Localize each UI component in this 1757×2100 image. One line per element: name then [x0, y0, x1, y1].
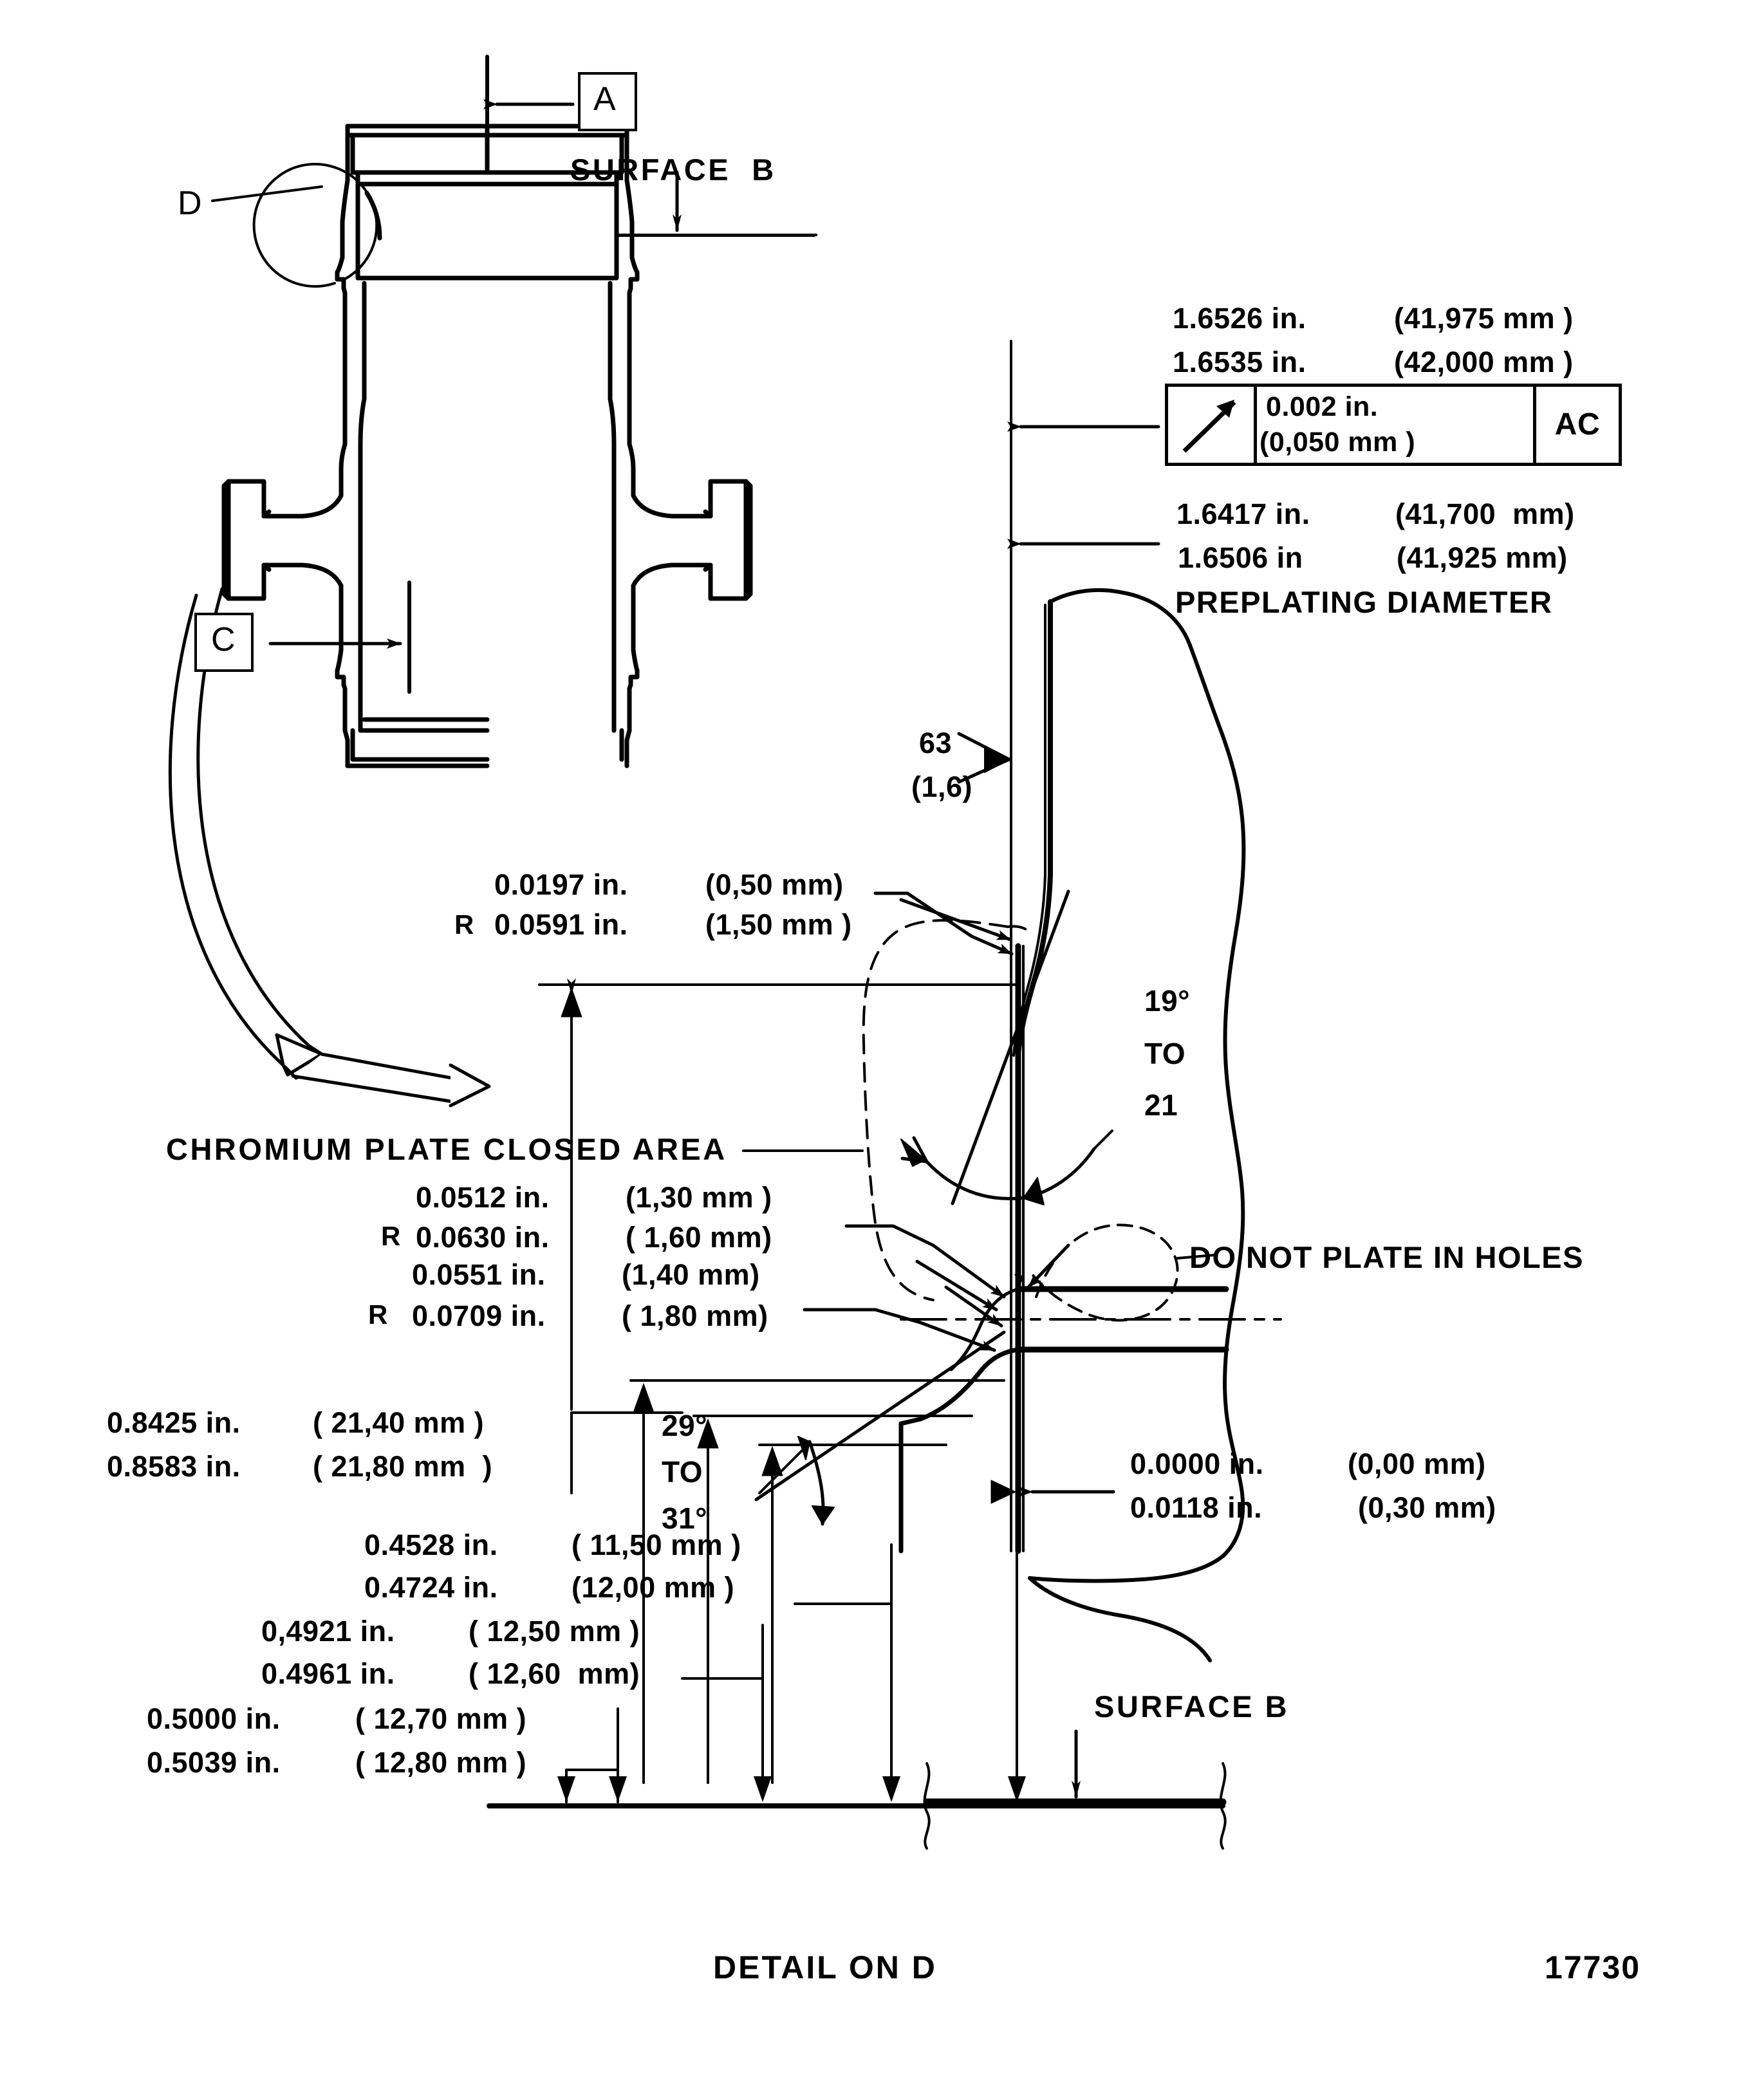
surface-b-bottom-label: SURFACE B: [1094, 1689, 1290, 1724]
preplating-min-mm: (41,700 mm): [1395, 497, 1575, 530]
datum-refs-cell: AC: [1536, 387, 1619, 463]
taper-upper-to-word: TO: [1144, 1037, 1186, 1070]
preplating-min-in: 1.6417 in.: [1176, 497, 1310, 530]
do-not-plate-note: DO NOT PLATE IN HOLES: [1189, 1240, 1584, 1274]
offset-zero-max-mm: (0,30 mm): [1358, 1491, 1496, 1524]
surface-b-top-label: SURFACE B: [570, 153, 776, 187]
height-0500-max-in: 0.5039 in.: [147, 1746, 281, 1779]
height-0500-min-mm: ( 12,70 mm ): [355, 1702, 527, 1735]
plated-dia-max-mm: (42,000 mm ): [1394, 346, 1574, 378]
radius-low-max-mm: ( 1,80 mm): [622, 1299, 768, 1332]
radius-low-min-in: 0.0551 in.: [412, 1258, 546, 1291]
sheet-number: 17730: [1545, 1949, 1641, 1985]
radius-mid-prefix: R: [381, 1221, 401, 1251]
height-0492-min-mm: ( 12,50 mm ): [469, 1615, 640, 1648]
height-0492-min-in: 0,4921 in.: [261, 1615, 395, 1648]
taper-lower-to-word: TO: [662, 1455, 703, 1489]
radius-mid-max-in: 0.0630 in.: [416, 1221, 550, 1254]
preplating-max-in: 1.6506 in: [1178, 541, 1303, 574]
height-0500-min-in: 0.5000 in.: [147, 1702, 281, 1735]
plated-dia-min-in: 1.6526 in.: [1173, 302, 1306, 335]
tolerance-cell: 0.002 in. (0,050 mm ): [1257, 387, 1536, 463]
feature-control-frame: 0.002 in. (0,050 mm ) AC: [1165, 384, 1622, 466]
offset-zero-max-in: 0.0118 in.: [1130, 1491, 1263, 1524]
offset-zero-min-in: 0.0000 in.: [1130, 1447, 1264, 1480]
height-0842-min-mm: ( 21,40 mm ): [313, 1406, 485, 1439]
plated-dia-min-mm: (41,975 mm ): [1394, 302, 1574, 335]
height-0492-max-in: 0.4961 in.: [261, 1657, 395, 1690]
radius-top-prefix: R: [454, 909, 474, 940]
height-0842-max-in: 0.8583 in.: [107, 1450, 241, 1483]
radius-top-max-mm: (1,50 mm ): [705, 908, 852, 941]
radius-mid-max-mm: ( 1,60 mm): [626, 1221, 772, 1254]
radius-top-min-mm: (0,50 mm): [705, 868, 844, 901]
drawing-title: DETAIL ON D: [713, 1949, 937, 1985]
radius-low-max-in: 0.0709 in.: [412, 1299, 546, 1332]
height-0500-max-mm: ( 12,80 mm ): [355, 1746, 527, 1779]
height-0452-max-mm: (12,00 mm ): [572, 1571, 735, 1604]
radius-mid-min-mm: (1,30 mm ): [626, 1181, 772, 1214]
tolerance-in: 0.002 in.: [1266, 391, 1379, 422]
taper-upper-from: 19°: [1144, 984, 1191, 1017]
radius-low-min-mm: (1,40 mm): [622, 1258, 760, 1291]
plated-dia-max-in: 1.6535 in.: [1173, 346, 1306, 378]
height-0452-max-in: 0.4724 in.: [364, 1571, 498, 1604]
chromium-plate-note: CHROMIUM PLATE CLOSED AREA: [166, 1132, 727, 1166]
surface-finish-micrometre: (1,6): [911, 770, 973, 803]
datum-refs: AC: [1554, 407, 1601, 441]
offset-zero-min-mm: (0,00 mm): [1348, 1447, 1486, 1480]
radius-top-min-in: 0.0197 in.: [494, 868, 628, 901]
height-0452-min-mm: ( 11,50 mm ): [572, 1529, 741, 1561]
profile-arrow-glyph: [1182, 400, 1236, 453]
radius-low-prefix: R: [368, 1299, 388, 1330]
radius-top-max-in: 0.0591 in.: [494, 908, 628, 941]
taper-lower-to: 31°: [662, 1501, 708, 1535]
datum-c-label: C: [211, 621, 236, 658]
height-0492-max-mm: ( 12,60 mm): [469, 1657, 640, 1690]
tolerance-mm: (0,050 mm ): [1260, 427, 1416, 458]
preplating-max-mm: (41,925 mm): [1397, 541, 1568, 574]
height-0452-min-in: 0.4528 in.: [364, 1529, 498, 1561]
surface-finish-microinch: 63: [919, 727, 953, 759]
taper-lower-from: 29°: [662, 1409, 708, 1442]
datum-a-box: [578, 72, 637, 131]
datum-c-box: [194, 613, 254, 672]
detail-d-label: D: [178, 185, 203, 222]
datum-a-label: A: [593, 80, 616, 118]
preplating-diameter-label: PREPLATING DIAMETER: [1175, 585, 1553, 619]
taper-upper-to: 21: [1144, 1088, 1178, 1122]
height-0842-max-mm: ( 21,80 mm ): [313, 1450, 493, 1483]
radius-mid-min-in: 0.0512 in.: [416, 1181, 550, 1214]
profile-arrow-icon: [1168, 387, 1258, 463]
height-0842-min-in: 0.8425 in.: [107, 1406, 241, 1439]
